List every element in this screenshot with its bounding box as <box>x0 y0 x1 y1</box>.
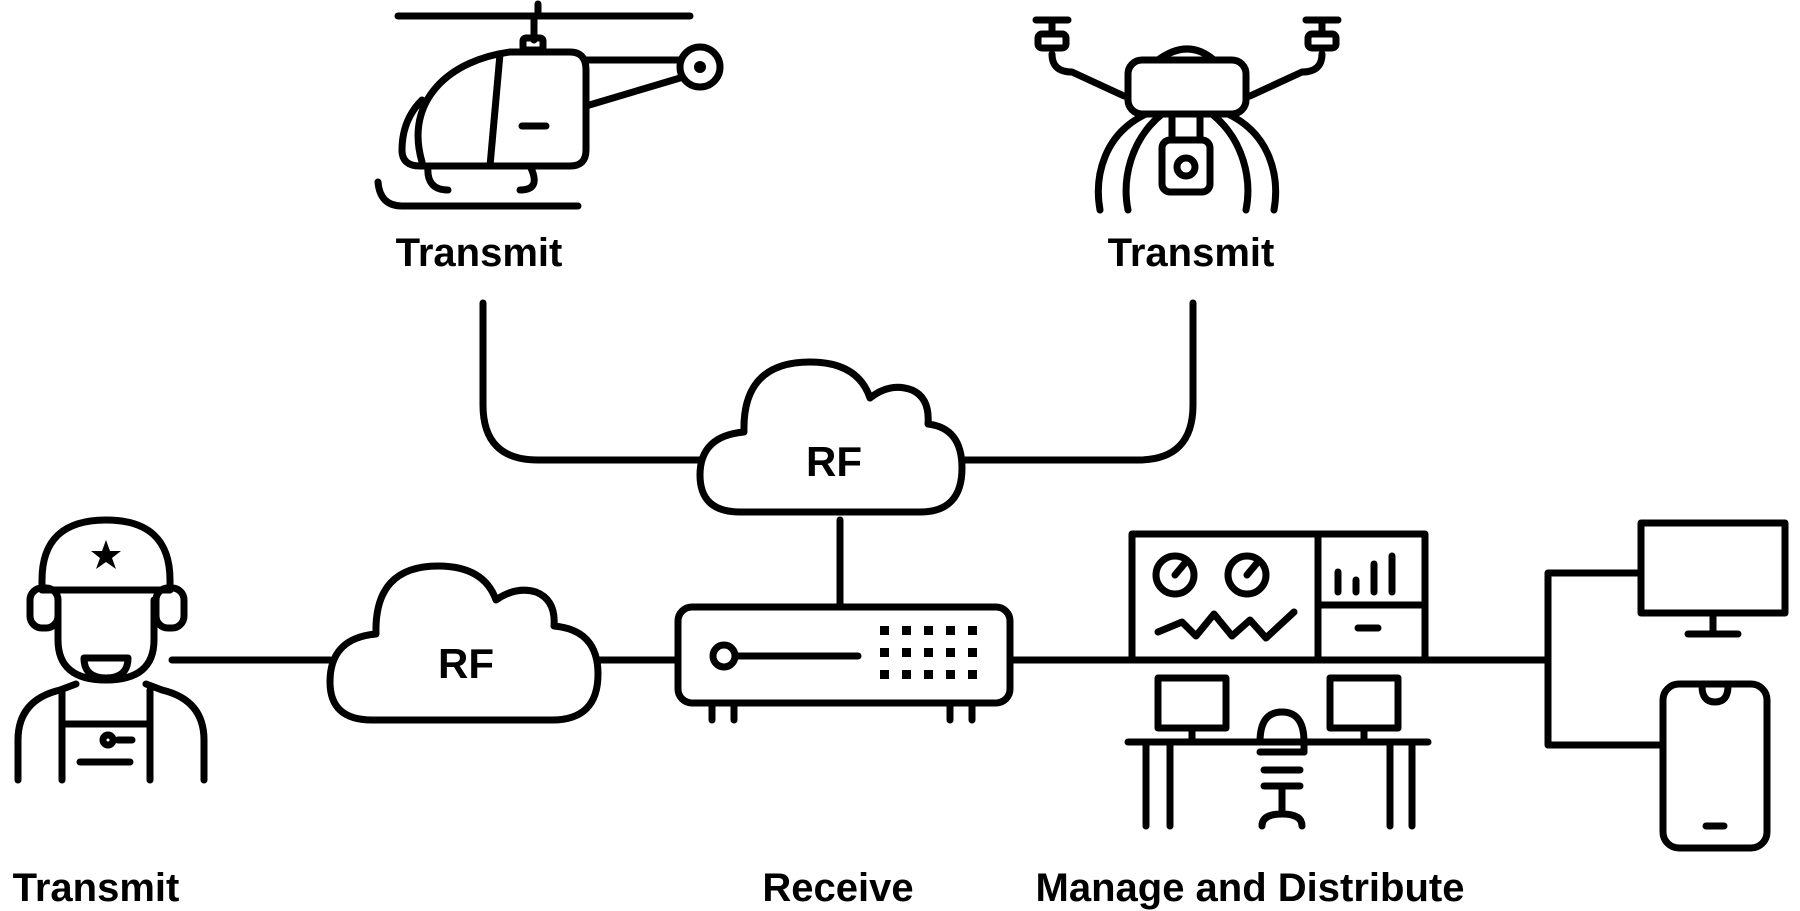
top-cloud-rf-label: RF <box>806 438 862 485</box>
connection-lines <box>168 299 1667 749</box>
receiver-icon <box>674 603 1014 724</box>
helicopter-link <box>479 299 704 464</box>
soldier-icon <box>14 516 208 784</box>
helicopter-icon <box>374 0 724 210</box>
drone-icon <box>1032 16 1342 214</box>
top-cloud-icon <box>696 358 966 516</box>
drone-link <box>961 299 1197 464</box>
monitor-icon <box>1637 519 1789 638</box>
soldier-transmit-label: Transmit <box>13 866 180 910</box>
receive-label: Receive <box>762 866 913 910</box>
left-cloud-icon <box>326 562 602 724</box>
device-branch <box>1544 569 1667 749</box>
receiver-led-grid <box>880 626 977 679</box>
left-cloud-rf-label: RF <box>438 640 494 687</box>
smartphone-icon <box>1659 680 1771 852</box>
drone-transmit-label: Transmit <box>1108 231 1275 275</box>
manage-distribute-label: Manage and Distribute <box>1036 866 1465 910</box>
control-room-icon <box>1124 530 1432 830</box>
helicopter-transmit-label: Transmit <box>396 231 563 275</box>
